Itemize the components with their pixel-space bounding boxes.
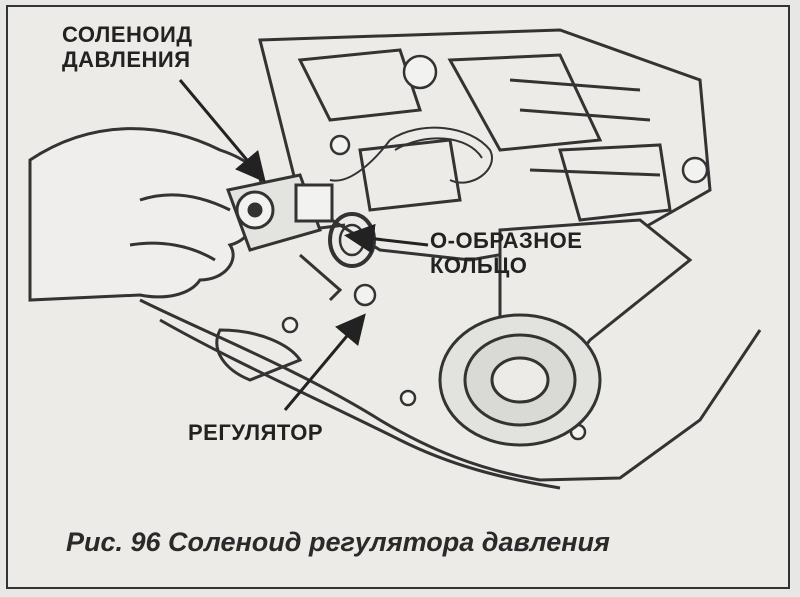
regulator-label: РЕГУЛЯТОР [188, 420, 324, 445]
solenoid-label-line2: ДАВЛЕНИЯ [62, 47, 191, 72]
bracket-and-filter [438, 218, 693, 447]
hand [28, 127, 263, 302]
o-ring [328, 212, 376, 268]
figure-caption: Рис. 96 Соленоид регулятора давления [66, 527, 610, 557]
solenoid-arrow [178, 79, 266, 183]
gasket-plate [139, 298, 762, 490]
o-ring-label-line2: КОЛЬЦО [430, 253, 528, 278]
bolt-heads [281, 54, 709, 441]
o-ring-label-line1: О-ОБРАЗНОЕ [430, 228, 583, 253]
wire-harness [329, 126, 493, 184]
pressure-solenoid [225, 173, 346, 302]
o-ring-label: О-ОБРАЗНОЕ КОЛЬЦО [430, 228, 582, 278]
transmission-illustration [28, 28, 762, 490]
callout-arrows [178, 79, 429, 411]
oring-arrow [344, 223, 429, 254]
figure-frame [6, 5, 790, 589]
solenoid-label-line1: СОЛЕНОИД [62, 22, 193, 47]
solenoid-label: СОЛЕНОИД ДАВЛЕНИЯ [62, 22, 193, 72]
regulator-arrow [283, 313, 366, 411]
